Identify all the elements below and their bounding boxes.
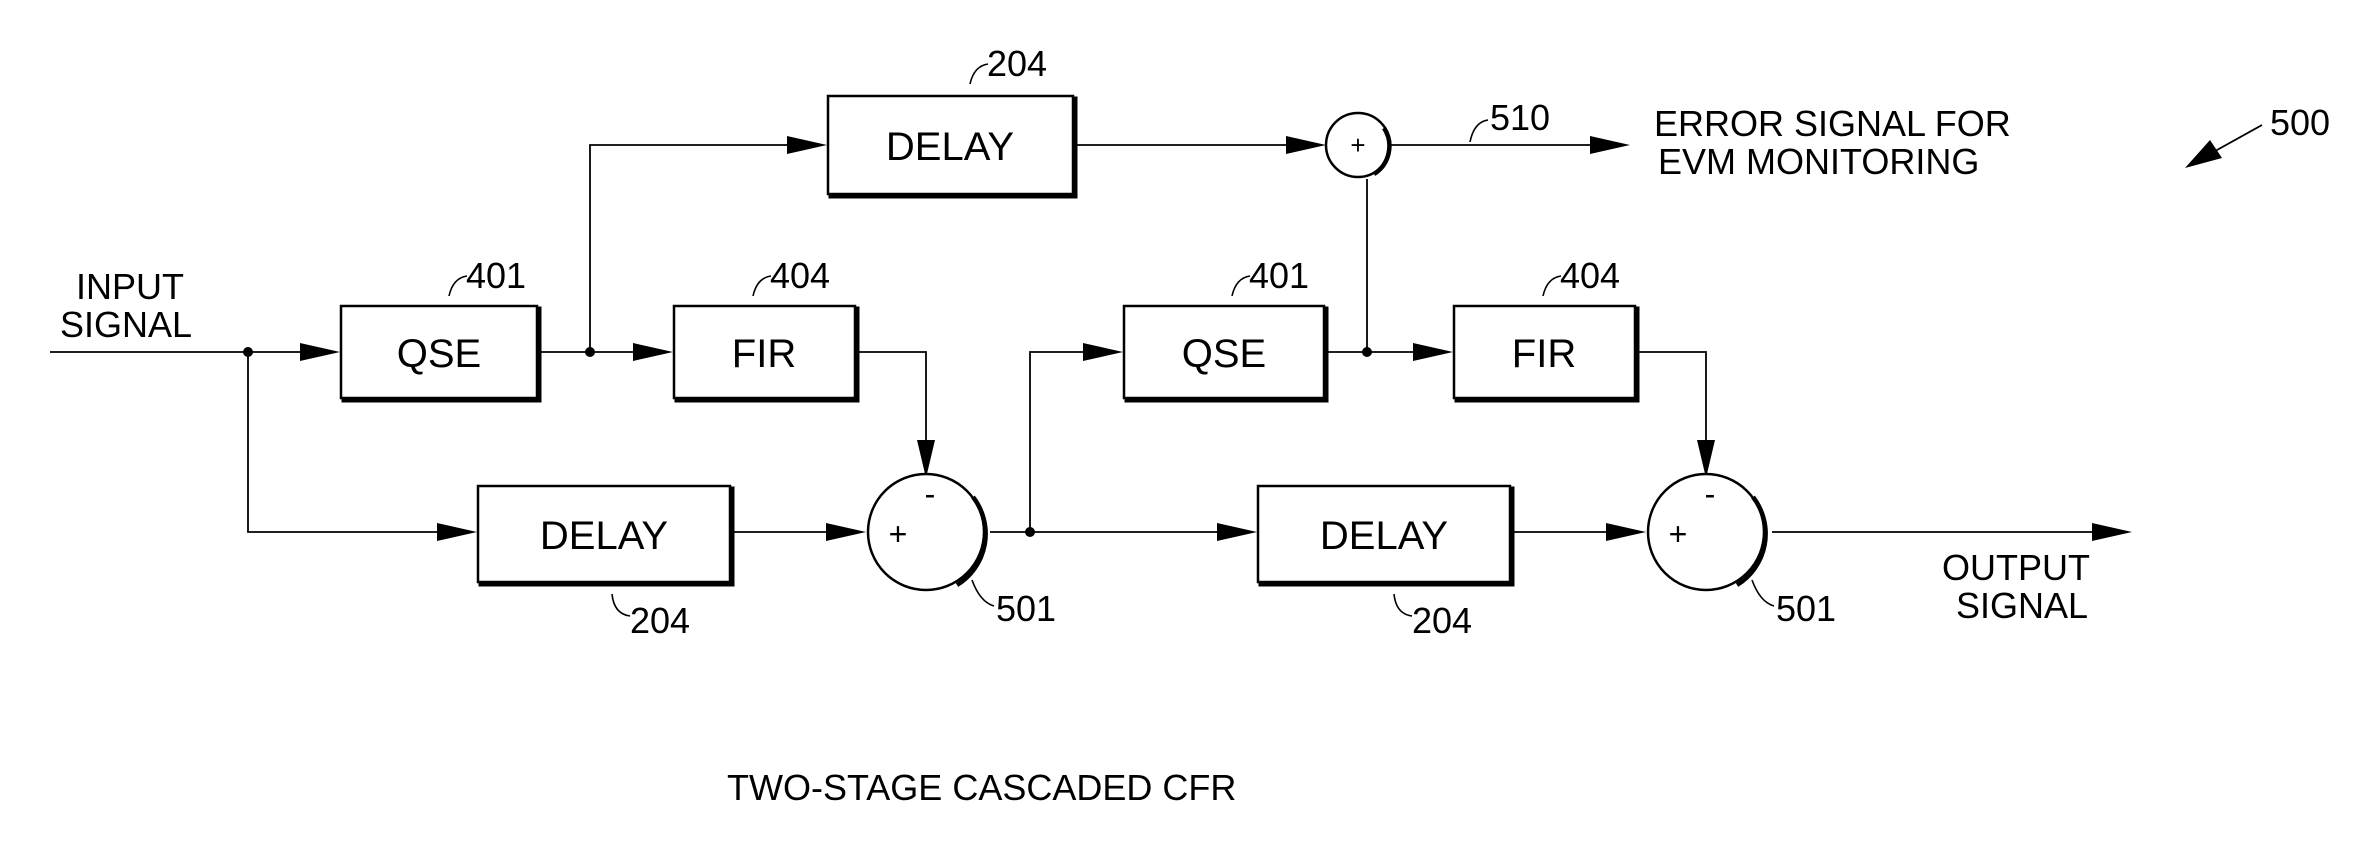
arrow-to-delay-top — [787, 136, 827, 154]
ref-error-signal: 510 — [1490, 97, 1550, 138]
ref-qse-1: 401 — [466, 255, 526, 296]
arrow-fir1-to-sum1 — [917, 440, 935, 478]
fir-block-1-label: FIR — [732, 332, 796, 376]
delay-block-bottom-2-label: DELAY — [1320, 514, 1448, 558]
diagram-caption: TWO-STAGE CASCADED CFR — [727, 767, 1236, 808]
arrow-to-fir2 — [1413, 343, 1453, 361]
summer-2-plus: + — [1669, 516, 1688, 552]
arrow-to-sum-top — [1286, 136, 1326, 154]
arrow-to-error-output — [1590, 136, 1630, 154]
ref-fir-2: 404 — [1560, 255, 1620, 296]
ref-delay-top: 204 — [987, 43, 1047, 84]
arrow-to-output — [2092, 523, 2132, 541]
junction-qse2-out — [1362, 347, 1372, 357]
input-signal-label-1: INPUT — [76, 266, 184, 307]
ref-delay-bottom-1: 204 — [630, 600, 690, 641]
summer-1-minus: - — [925, 476, 936, 512]
fir-block-1: FIR — [674, 306, 857, 400]
arrow-to-qse2 — [1083, 343, 1123, 361]
output-signal-label-2: SIGNAL — [1956, 585, 2088, 626]
delay-block-top: DELAY — [828, 96, 1075, 196]
qse-block-2: QSE — [1124, 306, 1326, 400]
junction-sum1-out — [1025, 527, 1035, 537]
delay-block-bottom-1-label: DELAY — [540, 514, 668, 558]
arrow-to-delay-bot2 — [1217, 523, 1257, 541]
delay-block-bottom-2: DELAY — [1258, 486, 1512, 584]
arrow-delay-bot2-to-sum2 — [1606, 523, 1646, 541]
qse-block-2-label: QSE — [1182, 332, 1266, 376]
arrow-fir2-to-sum2 — [1697, 440, 1715, 478]
figure-ref-number: 500 — [2270, 102, 2330, 143]
junction-input — [243, 347, 253, 357]
ref-summer-1: 501 — [996, 588, 1056, 629]
ref-fir-1: 404 — [770, 255, 830, 296]
delay-block-bottom-1: DELAY — [478, 486, 732, 584]
delay-block-top-label: DELAY — [886, 125, 1014, 169]
arrow-figure-ref — [2185, 140, 2222, 168]
arrow-to-fir1 — [633, 343, 673, 361]
fir-block-2-label: FIR — [1512, 332, 1576, 376]
summer-2-minus: - — [1705, 476, 1716, 512]
input-signal-label-2: SIGNAL — [60, 304, 192, 345]
error-signal-label-2: EVM MONITORING — [1658, 141, 1979, 182]
arrow-to-delay-bot1 — [437, 523, 477, 541]
summer-1-plus: + — [889, 516, 908, 552]
summer-2: + - — [1648, 474, 1766, 590]
junction-qse1-out — [585, 347, 595, 357]
summer-1: + - — [868, 474, 986, 590]
arrow-to-qse1 — [300, 343, 340, 361]
error-signal-label-1: ERROR SIGNAL FOR — [1654, 103, 2011, 144]
ref-summer-2: 501 — [1776, 588, 1836, 629]
arrow-delay-bot1-to-sum1 — [826, 523, 866, 541]
summer-top-plus: + — [1350, 130, 1365, 160]
qse-block-1: QSE — [341, 306, 539, 400]
ref-qse-2: 401 — [1249, 255, 1309, 296]
fir-block-2: FIR — [1454, 306, 1637, 400]
output-signal-label-1: OUTPUT — [1942, 547, 2090, 588]
qse-block-1-label: QSE — [397, 332, 481, 376]
ref-delay-bottom-2: 204 — [1412, 600, 1472, 641]
summer-top: + — [1326, 113, 1390, 177]
